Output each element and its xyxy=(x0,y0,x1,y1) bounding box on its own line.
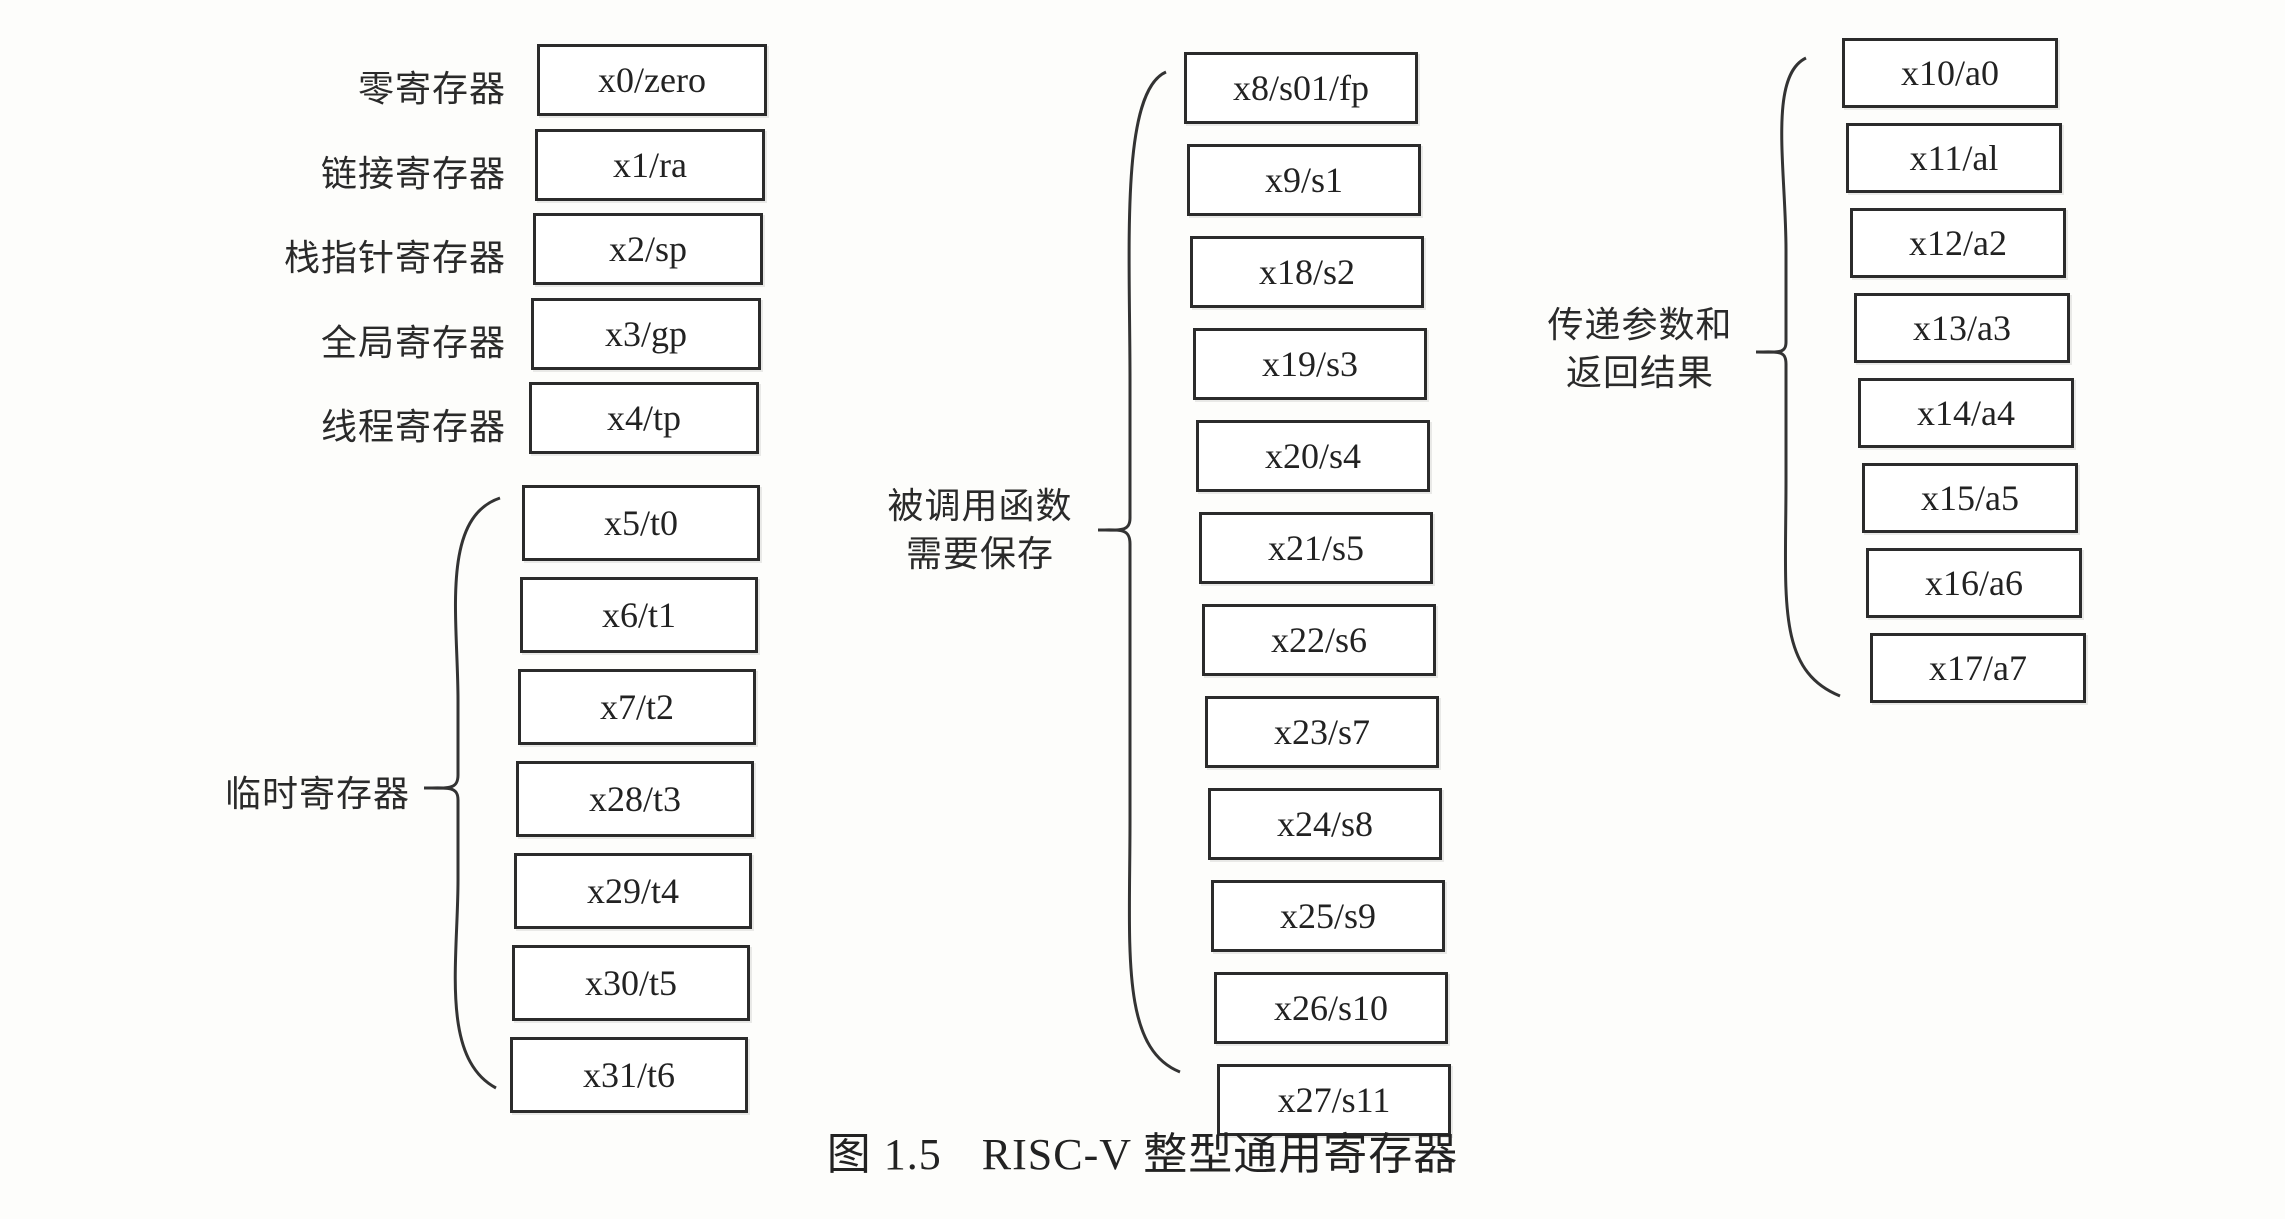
temporary-registers-brace xyxy=(423,496,501,1090)
saved-register-box: x26/s10 xyxy=(1214,972,1448,1044)
saved-registers-label-line2: 需要保存 xyxy=(905,534,1054,575)
saved-register-box: x21/s5 xyxy=(1199,512,1433,584)
saved-registers-label-line1: 被调用函数 xyxy=(887,486,1073,527)
argument-register-box: x16/a6 xyxy=(1866,548,2082,618)
saved-register-box: x25/s9 xyxy=(1211,880,1445,952)
argument-registers-brace xyxy=(1755,56,1841,698)
saved-registers-brace xyxy=(1097,70,1181,1074)
argument-register-box: x10/a0 xyxy=(1842,38,2058,108)
saved-register-box: x8/s01/fp xyxy=(1184,52,1418,124)
saved-register-box: x22/s6 xyxy=(1202,604,1436,676)
argument-registers-label: 传递参数和 返回结果 xyxy=(1520,302,1760,398)
special-register-label: 链接寄存器 xyxy=(320,153,506,195)
temporary-register-box: x7/t2 xyxy=(518,669,756,745)
argument-register-box: x15/a5 xyxy=(1862,463,2078,533)
argument-registers-label-line2: 返回结果 xyxy=(1565,353,1714,394)
special-register-box: x2/sp xyxy=(533,213,763,285)
temporary-registers-label: 临时寄存器 xyxy=(224,774,410,815)
temporary-register-box: x30/t5 xyxy=(512,945,750,1021)
saved-register-box: x18/s2 xyxy=(1190,236,1424,308)
figure-caption: 图 1.5 RISC-V 整型通用寄存器 xyxy=(0,1118,2285,1182)
special-register-label: 栈指针寄存器 xyxy=(283,238,506,279)
saved-registers-label: 被调用函数 需要保存 xyxy=(860,483,1100,579)
argument-registers-label-line1: 传递参数和 xyxy=(1547,305,1733,346)
special-register-label: 线程寄存器 xyxy=(320,407,506,448)
caption-title: RISC-V 整型通用寄存器 xyxy=(981,1130,1459,1179)
special-register-box: x1/ra xyxy=(535,128,765,201)
saved-register-box: x27/s11 xyxy=(1217,1064,1451,1136)
temporary-register-box: x5/t0 xyxy=(522,485,760,561)
special-register-label: 全局寄存器 xyxy=(320,322,506,364)
caption-number: 图 1.5 xyxy=(826,1130,942,1179)
argument-register-box: x11/al xyxy=(1846,123,2062,193)
saved-register-box: x24/s8 xyxy=(1208,788,1442,860)
temporary-register-box: x31/t6 xyxy=(510,1037,748,1113)
temporary-register-box: x28/t3 xyxy=(516,761,754,837)
argument-register-box: x12/a2 xyxy=(1850,208,2066,278)
temporary-register-box: x6/t1 xyxy=(520,577,758,653)
special-register-label: 零寄存器 xyxy=(357,69,506,110)
special-register-box: x4/tp xyxy=(529,382,759,454)
special-register-box: x0/zero xyxy=(537,44,767,116)
saved-register-box: x19/s3 xyxy=(1193,328,1427,400)
argument-register-box: x13/a3 xyxy=(1854,293,2070,363)
saved-register-box: x9/s1 xyxy=(1187,144,1421,216)
saved-register-box: x23/s7 xyxy=(1205,696,1439,768)
temporary-register-box: x29/t4 xyxy=(514,853,752,929)
argument-register-box: x14/a4 xyxy=(1858,378,2074,448)
argument-register-box: x17/a7 xyxy=(1870,633,2086,703)
saved-register-box: x20/s4 xyxy=(1196,420,1430,492)
special-register-box: x3/gp xyxy=(531,297,761,370)
